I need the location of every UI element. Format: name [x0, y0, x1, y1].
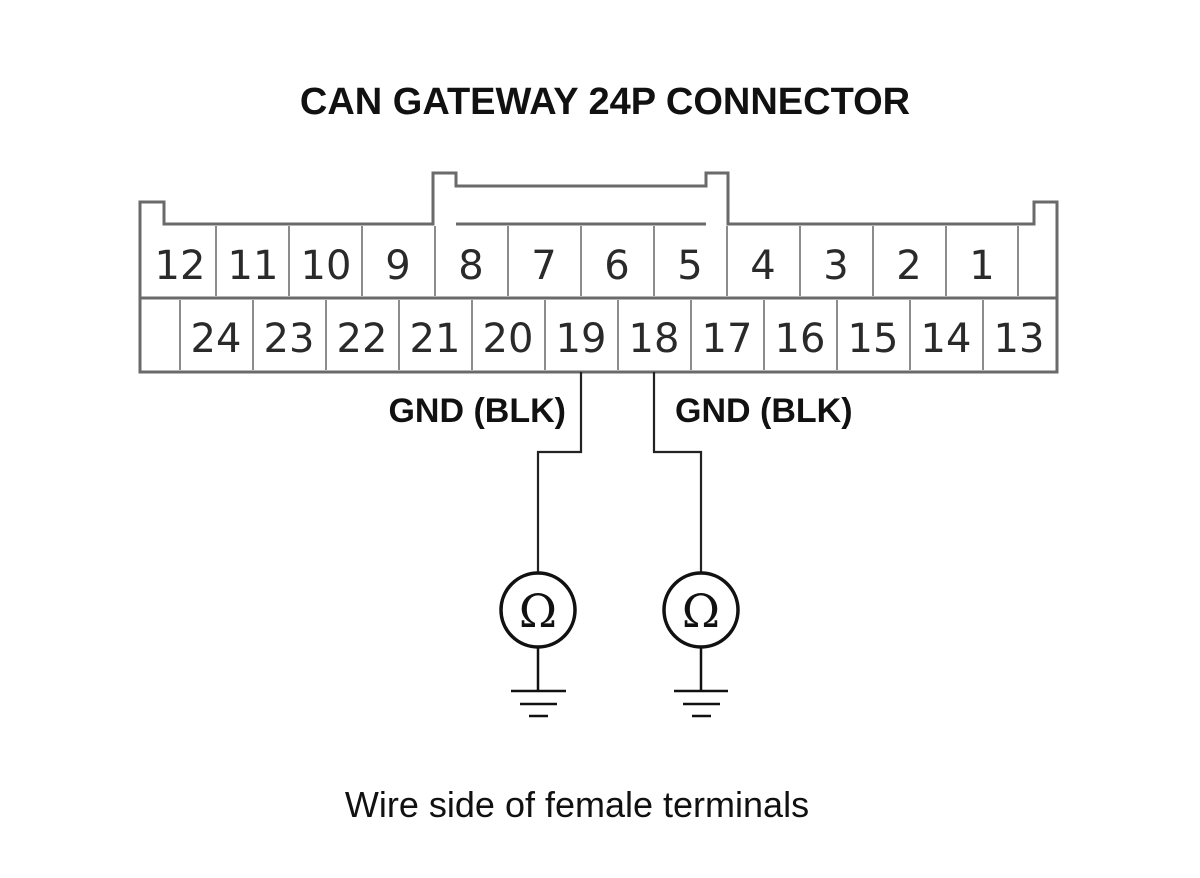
- terminal-7: 7: [531, 243, 556, 289]
- terminal-16: 16: [775, 316, 826, 362]
- terminal-23: 23: [264, 316, 315, 362]
- terminal-13: 13: [994, 316, 1045, 362]
- ohmmeter-right: Ω: [662, 571, 740, 649]
- bottom-row-dividers: [179, 300, 984, 370]
- terminal-24: 24: [191, 316, 242, 362]
- ohm-icon: Ω: [682, 584, 720, 638]
- terminal-9: 9: [385, 243, 410, 289]
- terminal-4: 4: [750, 243, 775, 289]
- terminal-15: 15: [848, 316, 899, 362]
- diagram-title: CAN GATEWAY 24P CONNECTOR: [300, 81, 910, 123]
- terminal-22: 22: [337, 316, 388, 362]
- top-row-terminals: 12 11 10 9 8 7 6 5 4 3 2 1: [155, 243, 995, 289]
- top-row-dividers: [215, 226, 1019, 296]
- terminal-20: 20: [483, 316, 534, 362]
- terminal-1: 1: [969, 243, 994, 289]
- terminal-3: 3: [823, 243, 848, 289]
- probe-label-left: GND (BLK): [388, 392, 566, 430]
- ground-left: [511, 647, 566, 718]
- bottom-row-terminals: 24 23 22 21 20 19 18 17 16 15 14 13: [191, 316, 1045, 362]
- terminal-21: 21: [410, 316, 461, 362]
- terminal-14: 14: [921, 316, 972, 362]
- probe-label-right: GND (BLK): [675, 392, 853, 430]
- terminal-11: 11: [228, 243, 279, 289]
- terminal-19: 19: [556, 316, 607, 362]
- terminal-10: 10: [301, 243, 352, 289]
- terminal-12: 12: [155, 243, 206, 289]
- terminal-8: 8: [458, 243, 483, 289]
- terminal-6: 6: [604, 243, 629, 289]
- terminal-18: 18: [629, 316, 680, 362]
- terminal-2: 2: [896, 243, 921, 289]
- ohm-icon: Ω: [519, 584, 557, 638]
- ground-right: [674, 647, 728, 718]
- terminal-5: 5: [677, 243, 702, 289]
- footer-caption: Wire side of female terminals: [345, 784, 809, 825]
- probe-wire-left: [536, 372, 583, 573]
- ohmmeter-left: Ω: [499, 571, 577, 649]
- connector-housing: [138, 171, 1059, 374]
- terminal-17: 17: [702, 316, 753, 362]
- probe-wire-right: [652, 372, 703, 573]
